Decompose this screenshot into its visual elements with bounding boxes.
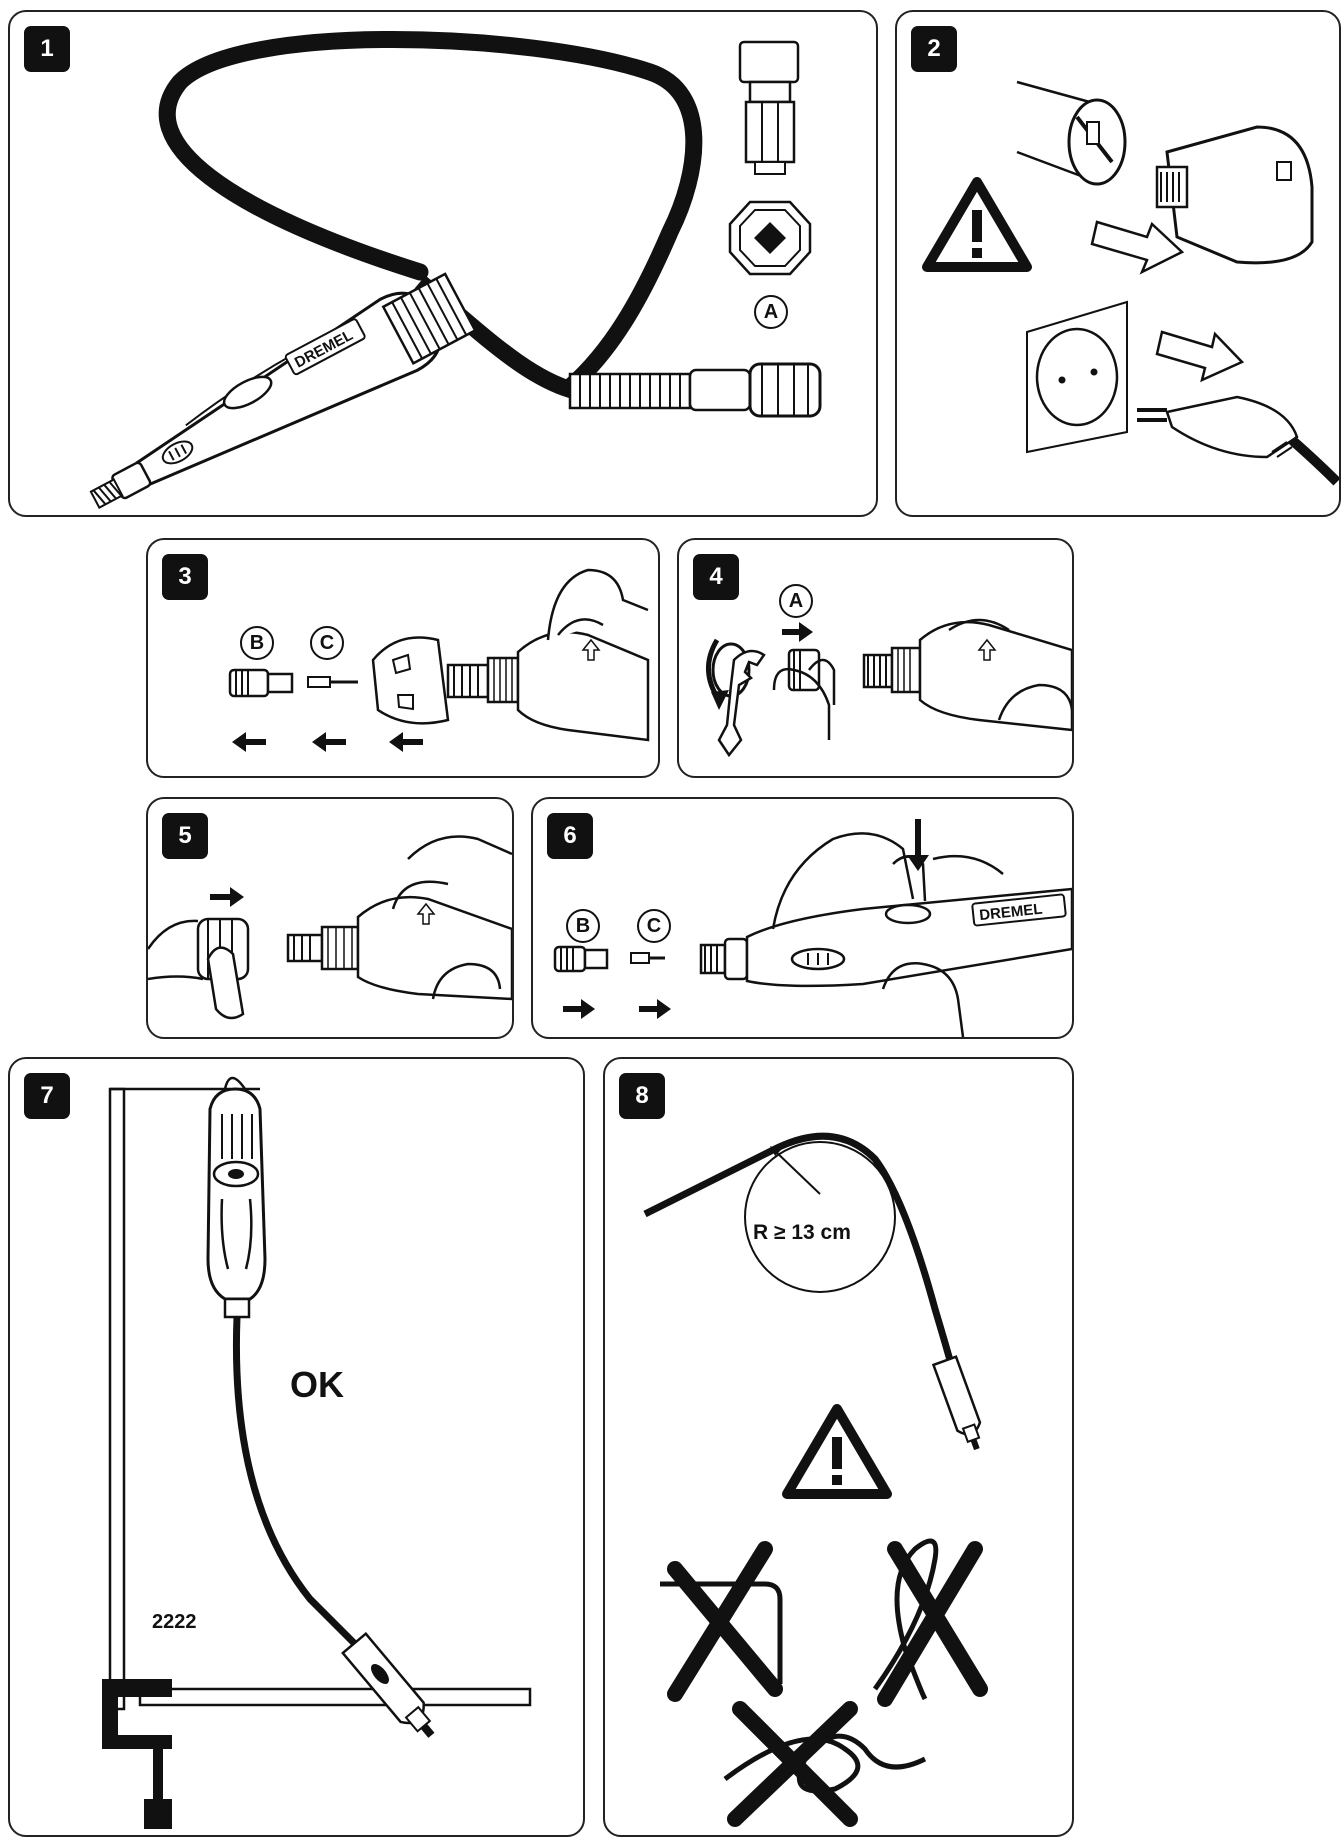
arrow-right-icon — [1155, 330, 1245, 383]
warning-triangle-icon — [922, 177, 1032, 272]
callout-c: C — [310, 626, 344, 660]
step-5-panel: 5 — [146, 797, 514, 1039]
disconnect-illustration — [922, 80, 1339, 486]
hanger-stand-illustration — [102, 1076, 532, 1829]
bad-bend-loop — [872, 1538, 988, 1707]
callout-b: B — [240, 626, 274, 660]
thread-coupling-illustration — [148, 835, 512, 1020]
arrow-right-icon — [1090, 220, 1185, 275]
step-3-panel: 3 B C — [146, 538, 660, 778]
model-label: 2222 — [152, 1611, 197, 1633]
step-number-badge: 4 — [693, 554, 739, 600]
bend-radius-label: R ≥ 13 cm — [753, 1221, 851, 1244]
hose-sleeve — [568, 362, 822, 418]
step-number-badge: 1 — [24, 26, 70, 72]
remove-parts-illustration — [228, 568, 650, 752]
arrow-right-icon — [782, 622, 813, 642]
bend-radius-illustration — [643, 1132, 988, 1827]
step-7-panel: 7 OK 2222 — [8, 1057, 585, 1837]
step-6-panel: 6 DREMEL B C — [531, 797, 1074, 1039]
arrow-right-icon — [210, 887, 244, 907]
arrow-right-icon — [563, 999, 595, 1019]
step-number-badge: 7 — [24, 1073, 70, 1119]
step-number-badge: 3 — [162, 554, 208, 600]
step-number-badge: 2 — [911, 26, 957, 72]
step-8-panel: 8 — [603, 1057, 1074, 1837]
insert-parts-illustration: DREMEL — [553, 819, 1072, 1037]
flex-shaft-illustration: DREMEL — [89, 31, 822, 509]
ok-label: OK — [290, 1364, 344, 1405]
step-4-panel: 4 A — [677, 538, 1074, 778]
callout-b: B — [566, 909, 600, 943]
handpiece: DREMEL — [89, 272, 477, 509]
arrow-right-icon — [639, 999, 671, 1019]
callout-a: A — [754, 295, 788, 329]
callout-c: C — [637, 909, 671, 943]
warning-triangle-icon — [782, 1404, 892, 1499]
callout-a: A — [779, 584, 813, 618]
bad-bend-knot — [723, 1701, 927, 1827]
step-number-badge: 8 — [619, 1073, 665, 1119]
arrow-left-icon — [389, 732, 423, 752]
coupling-nut — [728, 40, 812, 276]
arrow-left-icon — [232, 732, 266, 752]
step-number-badge: 6 — [547, 813, 593, 859]
brand-label: DREMEL — [978, 901, 1043, 925]
arrow-left-icon — [312, 732, 346, 752]
step-number-badge: 5 — [162, 813, 208, 859]
arrow-down-icon — [907, 819, 929, 871]
bad-bend-sharp — [660, 1541, 783, 1702]
step-2-panel: 2 — [895, 10, 1341, 517]
step-1-panel: 1 DREMEL — [8, 10, 878, 517]
attach-nut-illustration — [706, 618, 1072, 758]
